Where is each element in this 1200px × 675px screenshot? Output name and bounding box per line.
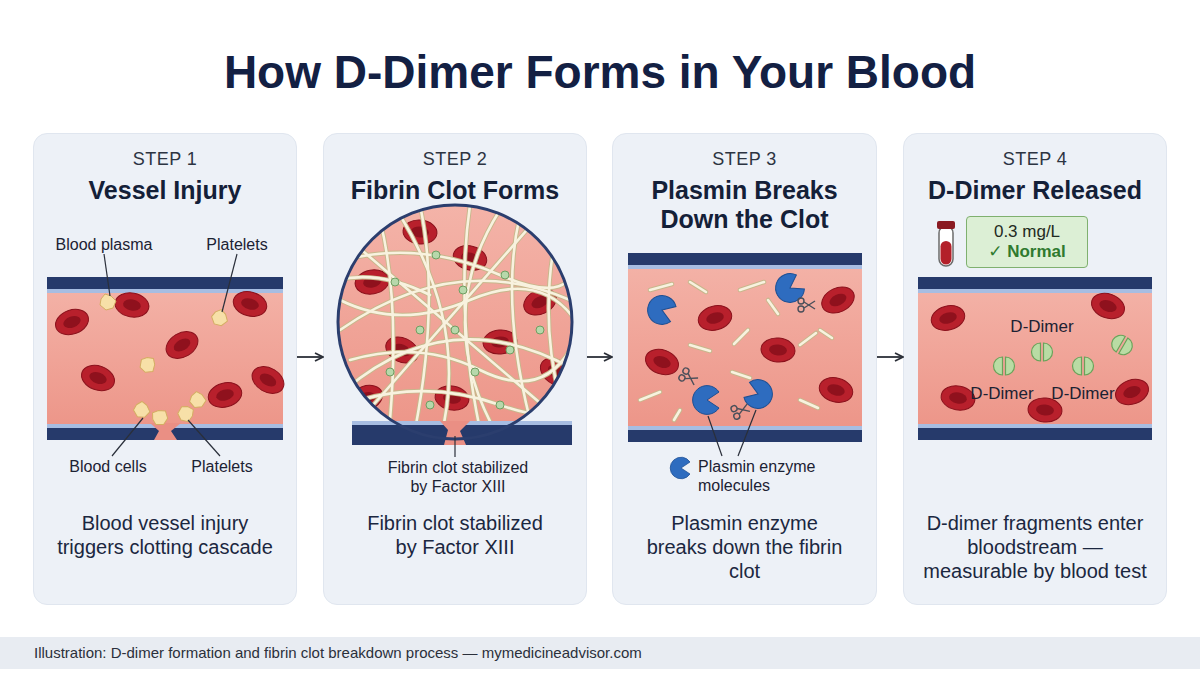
step-panel: STEP 4 D-Dimer ReleasedD-dimer fragments … [903,133,1167,605]
part-label: Fibrin clot stabilized by Factor XIII [383,458,533,496]
step-panel: STEP 3 Plasmin Breaks Down the ClotPlasmi… [612,133,877,605]
part-label: Platelets [206,235,267,254]
diagram-title: How D-Dimer Forms in Your Blood [0,42,1200,102]
result-badge: 0.3 mg/L✓ Normal [966,216,1088,268]
step-arrow [587,356,612,358]
step-number: STEP 4 [1003,148,1068,170]
part-label: D-Dimer [1051,384,1114,403]
result-status: ✓ Normal [988,242,1066,262]
step-description: Plasmin enzyme breaks down the fibrin cl… [642,511,847,583]
part-label: D-Dimer [1010,317,1073,336]
step-arrow [297,356,323,358]
step-panel: STEP 2 Fibrin Clot FormsFibrin clot stabi… [323,133,587,605]
caption-text: Illustration: D-dimer formation and fibr… [34,644,642,662]
step-heading: Plasmin Breaks Down the Clot [635,176,855,234]
part-label: Plasmin enzyme molecules [698,457,838,495]
step-description: Blood vessel injury triggers clotting ca… [50,511,280,559]
step-number: STEP 2 [423,148,488,170]
step-number: STEP 3 [712,148,777,170]
step-panel: STEP 1 Vessel InjuryBlood vessel injury t… [33,133,297,605]
part-label: D-Dimer [970,384,1033,403]
step-description: D-dimer fragments enter bloodstream — me… [922,511,1148,583]
step-number: STEP 1 [133,148,198,170]
step-heading: Vessel Injury [45,176,285,205]
part-label: Blood plasma [56,235,153,254]
step-arrow [877,356,903,358]
step-heading: D-Dimer Released [915,176,1155,205]
result-value: 0.3 mg/L [994,222,1060,242]
part-label: Blood cells [69,457,146,476]
caption-bar: Illustration: D-dimer formation and fibr… [0,637,1200,669]
part-label: Platelets [191,457,252,476]
step-heading: Fibrin Clot Forms [335,176,575,205]
step-description: Fibrin clot stabilized by Factor XIII [360,511,550,559]
